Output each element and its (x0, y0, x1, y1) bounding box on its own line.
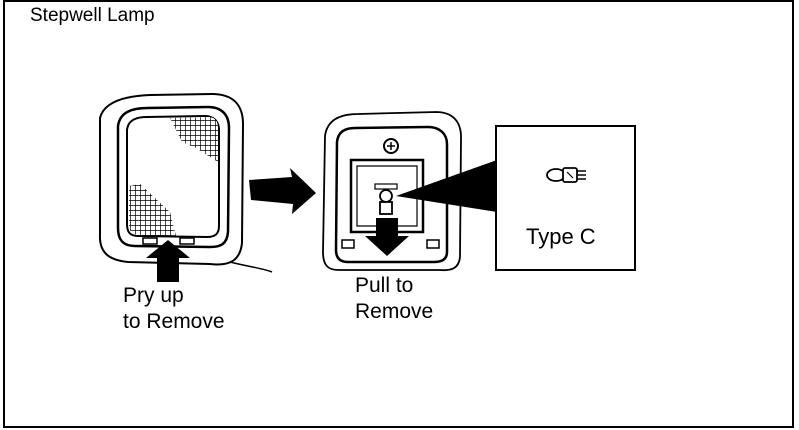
bulb-type-label: Type C (526, 224, 596, 249)
pull-instruction: Pull to Remove (355, 273, 433, 325)
diagram-frame (3, 0, 794, 428)
bulb-icon (546, 167, 586, 183)
bulb-type-inset (495, 125, 636, 271)
arrow-right-icon (249, 168, 316, 214)
arrow-down-icon (365, 218, 409, 256)
pry-line-1: Pry up (123, 284, 184, 307)
arrow-up-icon (146, 240, 190, 282)
page-title: Stepwell Lamp (30, 5, 155, 26)
lamp-housing (98, 92, 273, 273)
pry-instruction: Pry up to Remove (123, 283, 225, 335)
pull-line-2: Remove (355, 300, 434, 323)
pry-line-2: to Remove (123, 310, 225, 333)
pull-line-1: Pull to (355, 274, 414, 297)
callout-pointer (396, 160, 497, 212)
